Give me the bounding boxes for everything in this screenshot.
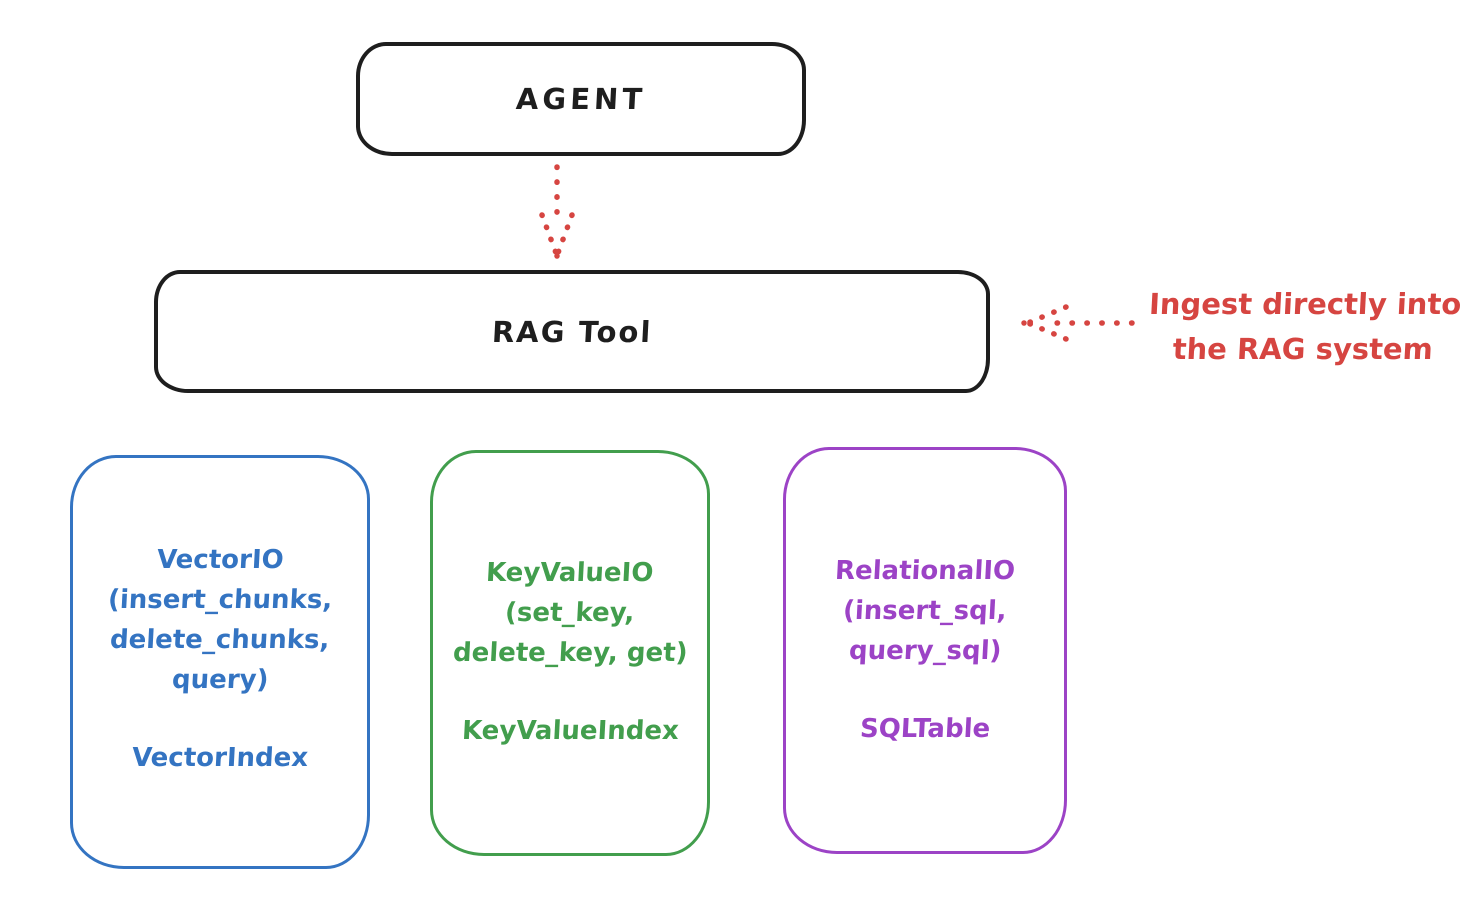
ingest-annotation-line2: the RAG system xyxy=(1171,332,1434,366)
dotted-arrow-down-icon xyxy=(539,164,575,259)
keyvalueio-methods-line: (set_key, xyxy=(504,598,636,628)
rag-tool-node: RAG Tool xyxy=(154,270,990,393)
dotted-arrow-left-icon xyxy=(1021,304,1135,342)
keyvalueio-title: KeyValueIO xyxy=(485,558,655,588)
keyvalueio-index-label: KeyValueIndex xyxy=(460,716,680,746)
vectorio-methods-line: query) xyxy=(170,665,269,695)
vectorio-index-label: VectorIndex xyxy=(131,743,309,773)
vectorio-title: VectorIO xyxy=(155,545,285,575)
keyvalueio-methods-line: delete_key, get) xyxy=(451,638,689,668)
keyvalueio-node: KeyValueIO (set_key, delete_key, get) Ke… xyxy=(430,450,710,856)
relationalio-title: RelationalIO xyxy=(834,556,1016,586)
ingest-annotation: Ingest directly into the RAG system xyxy=(1126,282,1483,372)
relationalio-index-label: SQLTable xyxy=(859,714,991,744)
ingest-annotation-line1: Ingest directly into xyxy=(1148,287,1463,321)
rag-tool-label: RAG Tool xyxy=(490,314,654,349)
agent-node: AGENT xyxy=(356,42,806,156)
vectorio-methods-line: delete_chunks, xyxy=(109,625,331,655)
agent-label: AGENT xyxy=(515,82,647,116)
relationalio-methods-line: (insert_sql, xyxy=(842,596,1008,626)
relationalio-methods-line: query_sql) xyxy=(847,636,1002,666)
vectorio-methods-line: (insert_chunks, xyxy=(107,585,333,615)
relationalio-node: RelationalIO (insert_sql, query_sql) SQL… xyxy=(783,447,1067,854)
vectorio-node: VectorIO (insert_chunks, delete_chunks, … xyxy=(70,455,370,869)
